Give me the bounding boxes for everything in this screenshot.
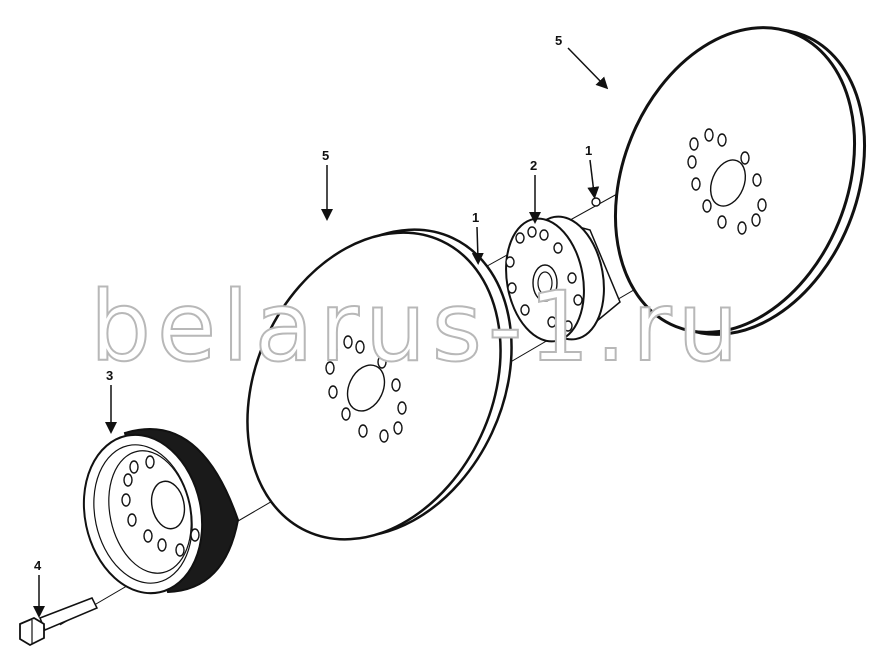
disc-left-bolt-holes	[325, 335, 407, 443]
hub	[505, 215, 621, 343]
leader-arrow	[471, 226, 484, 265]
disc-right	[613, 26, 867, 336]
callout-label: 4	[34, 558, 42, 573]
watermark: belarus-1.ru	[90, 271, 744, 383]
disc-right-bolt-holes	[687, 128, 767, 235]
callout-2: 2	[529, 158, 541, 224]
callout-1-right: 1	[585, 143, 600, 199]
disc-left	[246, 228, 513, 541]
leader-arrow	[567, 47, 609, 90]
bolt	[19, 597, 99, 647]
callout-label: 5	[555, 33, 562, 48]
leader-arrow	[587, 159, 600, 199]
pulley	[82, 428, 240, 595]
callout-4: 4	[33, 558, 45, 618]
callout-label: 5	[322, 148, 329, 163]
callout-label: 1	[472, 210, 479, 225]
dowel-pin-right	[591, 197, 601, 207]
callout-5-left: 5	[321, 148, 333, 221]
callout-3: 3	[105, 368, 117, 434]
callout-label: 2	[530, 158, 537, 173]
pulley-bolt-holes	[121, 455, 200, 557]
callout-label: 1	[585, 143, 592, 158]
hub-bolt-holes	[505, 226, 583, 332]
callout-1-left: 1	[471, 210, 484, 265]
callout-5-right: 5	[555, 33, 609, 90]
callout-label: 3	[106, 368, 113, 383]
